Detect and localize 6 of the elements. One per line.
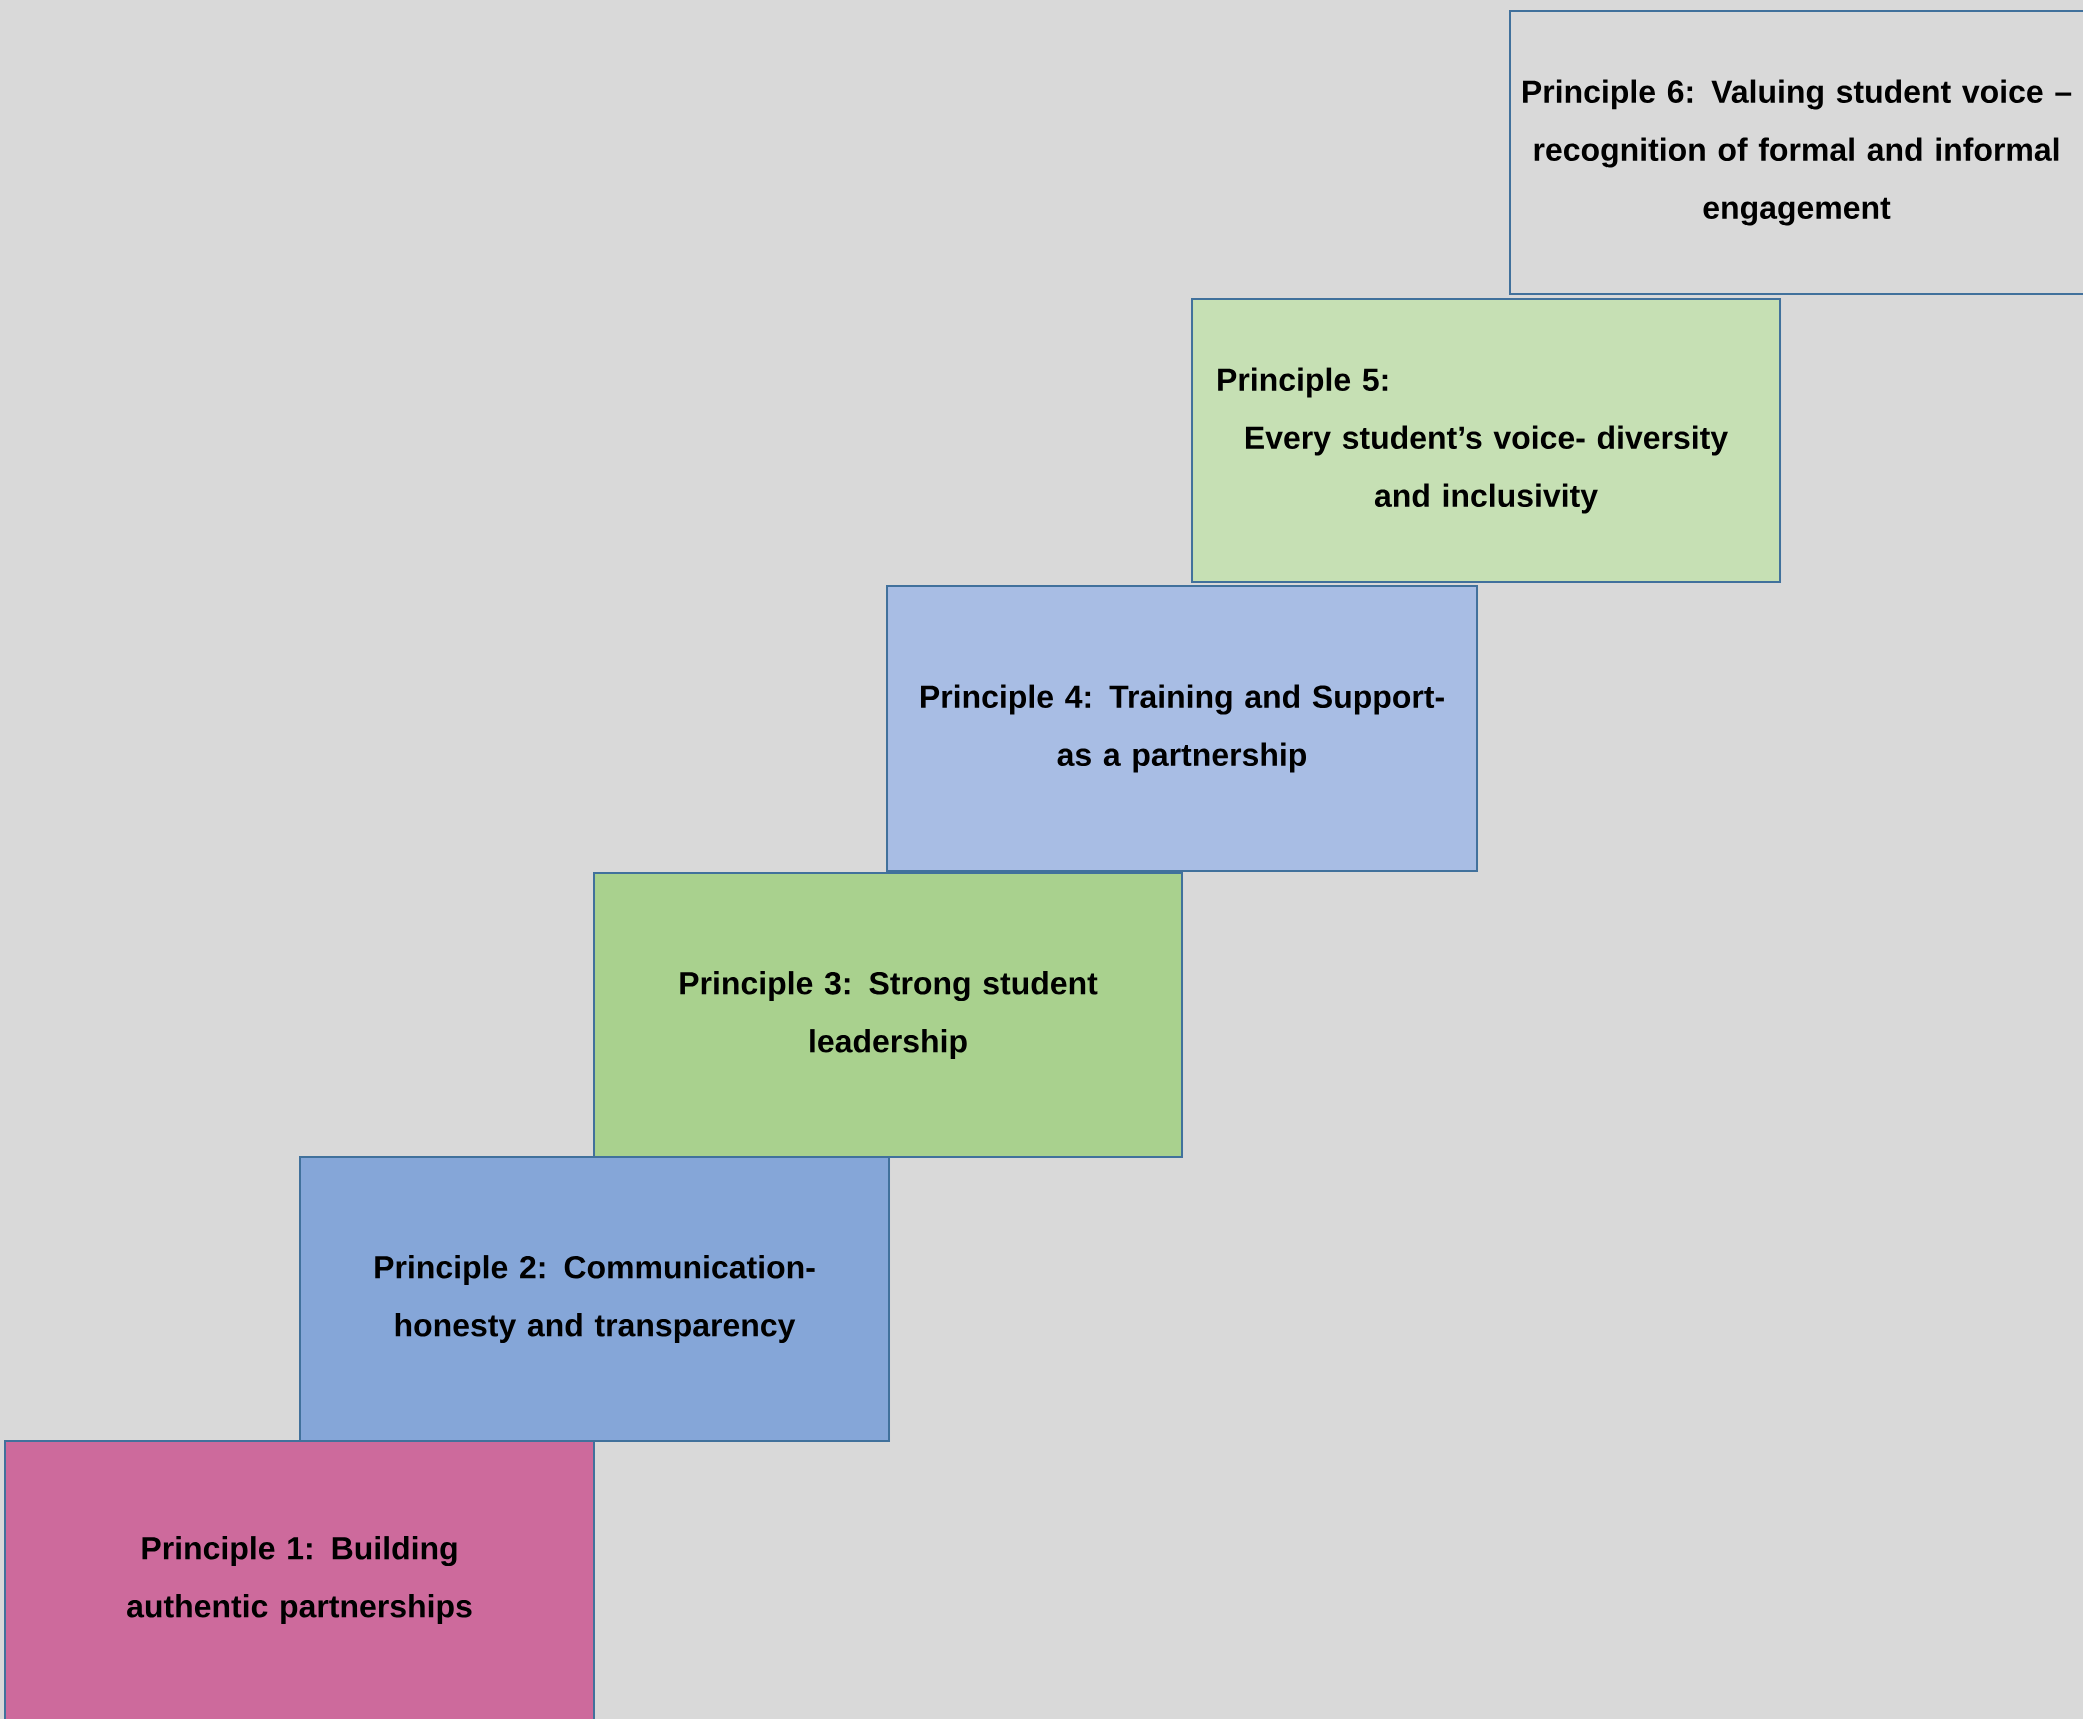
- step-box: Principle 3: Strong student leadership: [593, 872, 1183, 1158]
- step-box: Principle 2: Communication- honesty and transparency: [299, 1156, 890, 1442]
- step-box: Principle 6: Valuing student voice – recognition of formal and informal engagement: [1509, 10, 2083, 295]
- step-box: Principle 5: Every student’s voice- diversity and inclusivity: [1191, 298, 1781, 583]
- step-box: Principle 1: Building authentic partnerships: [4, 1440, 595, 1719]
- step-box: Principle 4: Training and Support- as a partnership: [886, 585, 1478, 872]
